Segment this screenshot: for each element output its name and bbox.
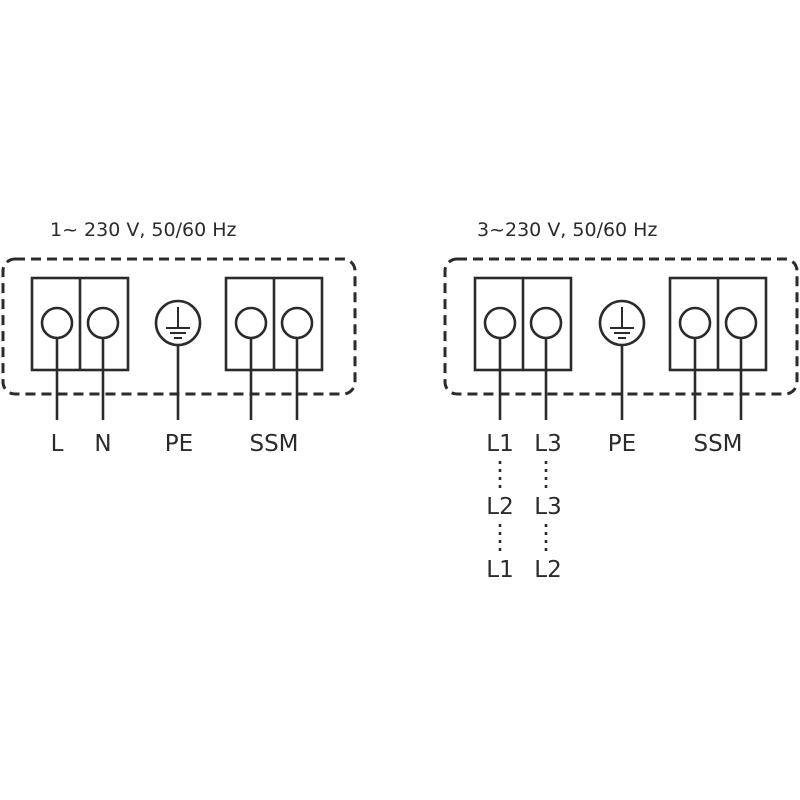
terminal-ssm-2 — [724, 306, 758, 340]
label-l1: L1 — [486, 431, 513, 457]
label-n: N — [94, 431, 111, 457]
label-l: L — [51, 431, 64, 457]
single-phase-panel: 1~ 230 V, 50/60 Hz — [1, 219, 357, 457]
label-l3: L3 — [534, 431, 561, 457]
terminal-ssm-2 — [280, 306, 314, 340]
power-terminal-block — [473, 276, 573, 420]
ground-icon — [610, 307, 634, 339]
earth-terminal — [154, 299, 202, 420]
alt-label-left-2: L1 — [486, 557, 513, 583]
earth-terminal — [598, 299, 646, 420]
terminal-l — [40, 306, 74, 340]
alt-label-right-2: L2 — [534, 557, 561, 583]
three-phase-title: 3~230 V, 50/60 Hz — [477, 219, 657, 241]
terminal-l3 — [529, 306, 563, 340]
ssm-terminal-block — [224, 276, 324, 420]
terminal-l1 — [483, 306, 517, 340]
label-ssm: SSM — [693, 431, 742, 457]
three-phase-panel: 3~230 V, 50/60 Hz — [443, 219, 799, 583]
ground-icon — [166, 307, 190, 339]
power-terminal-block — [30, 276, 130, 420]
single-phase-title: 1~ 230 V, 50/60 Hz — [50, 219, 237, 241]
terminal-ssm-1 — [678, 306, 712, 340]
terminal-n — [86, 306, 120, 340]
label-pe: PE — [608, 431, 636, 457]
label-ssm: SSM — [249, 431, 298, 457]
ssm-terminal-block — [668, 276, 768, 420]
alt-label-left-1: L2 — [486, 494, 513, 520]
label-pe: PE — [165, 431, 193, 457]
terminal-ssm-1 — [234, 306, 268, 340]
alt-label-right-1: L3 — [534, 494, 561, 520]
